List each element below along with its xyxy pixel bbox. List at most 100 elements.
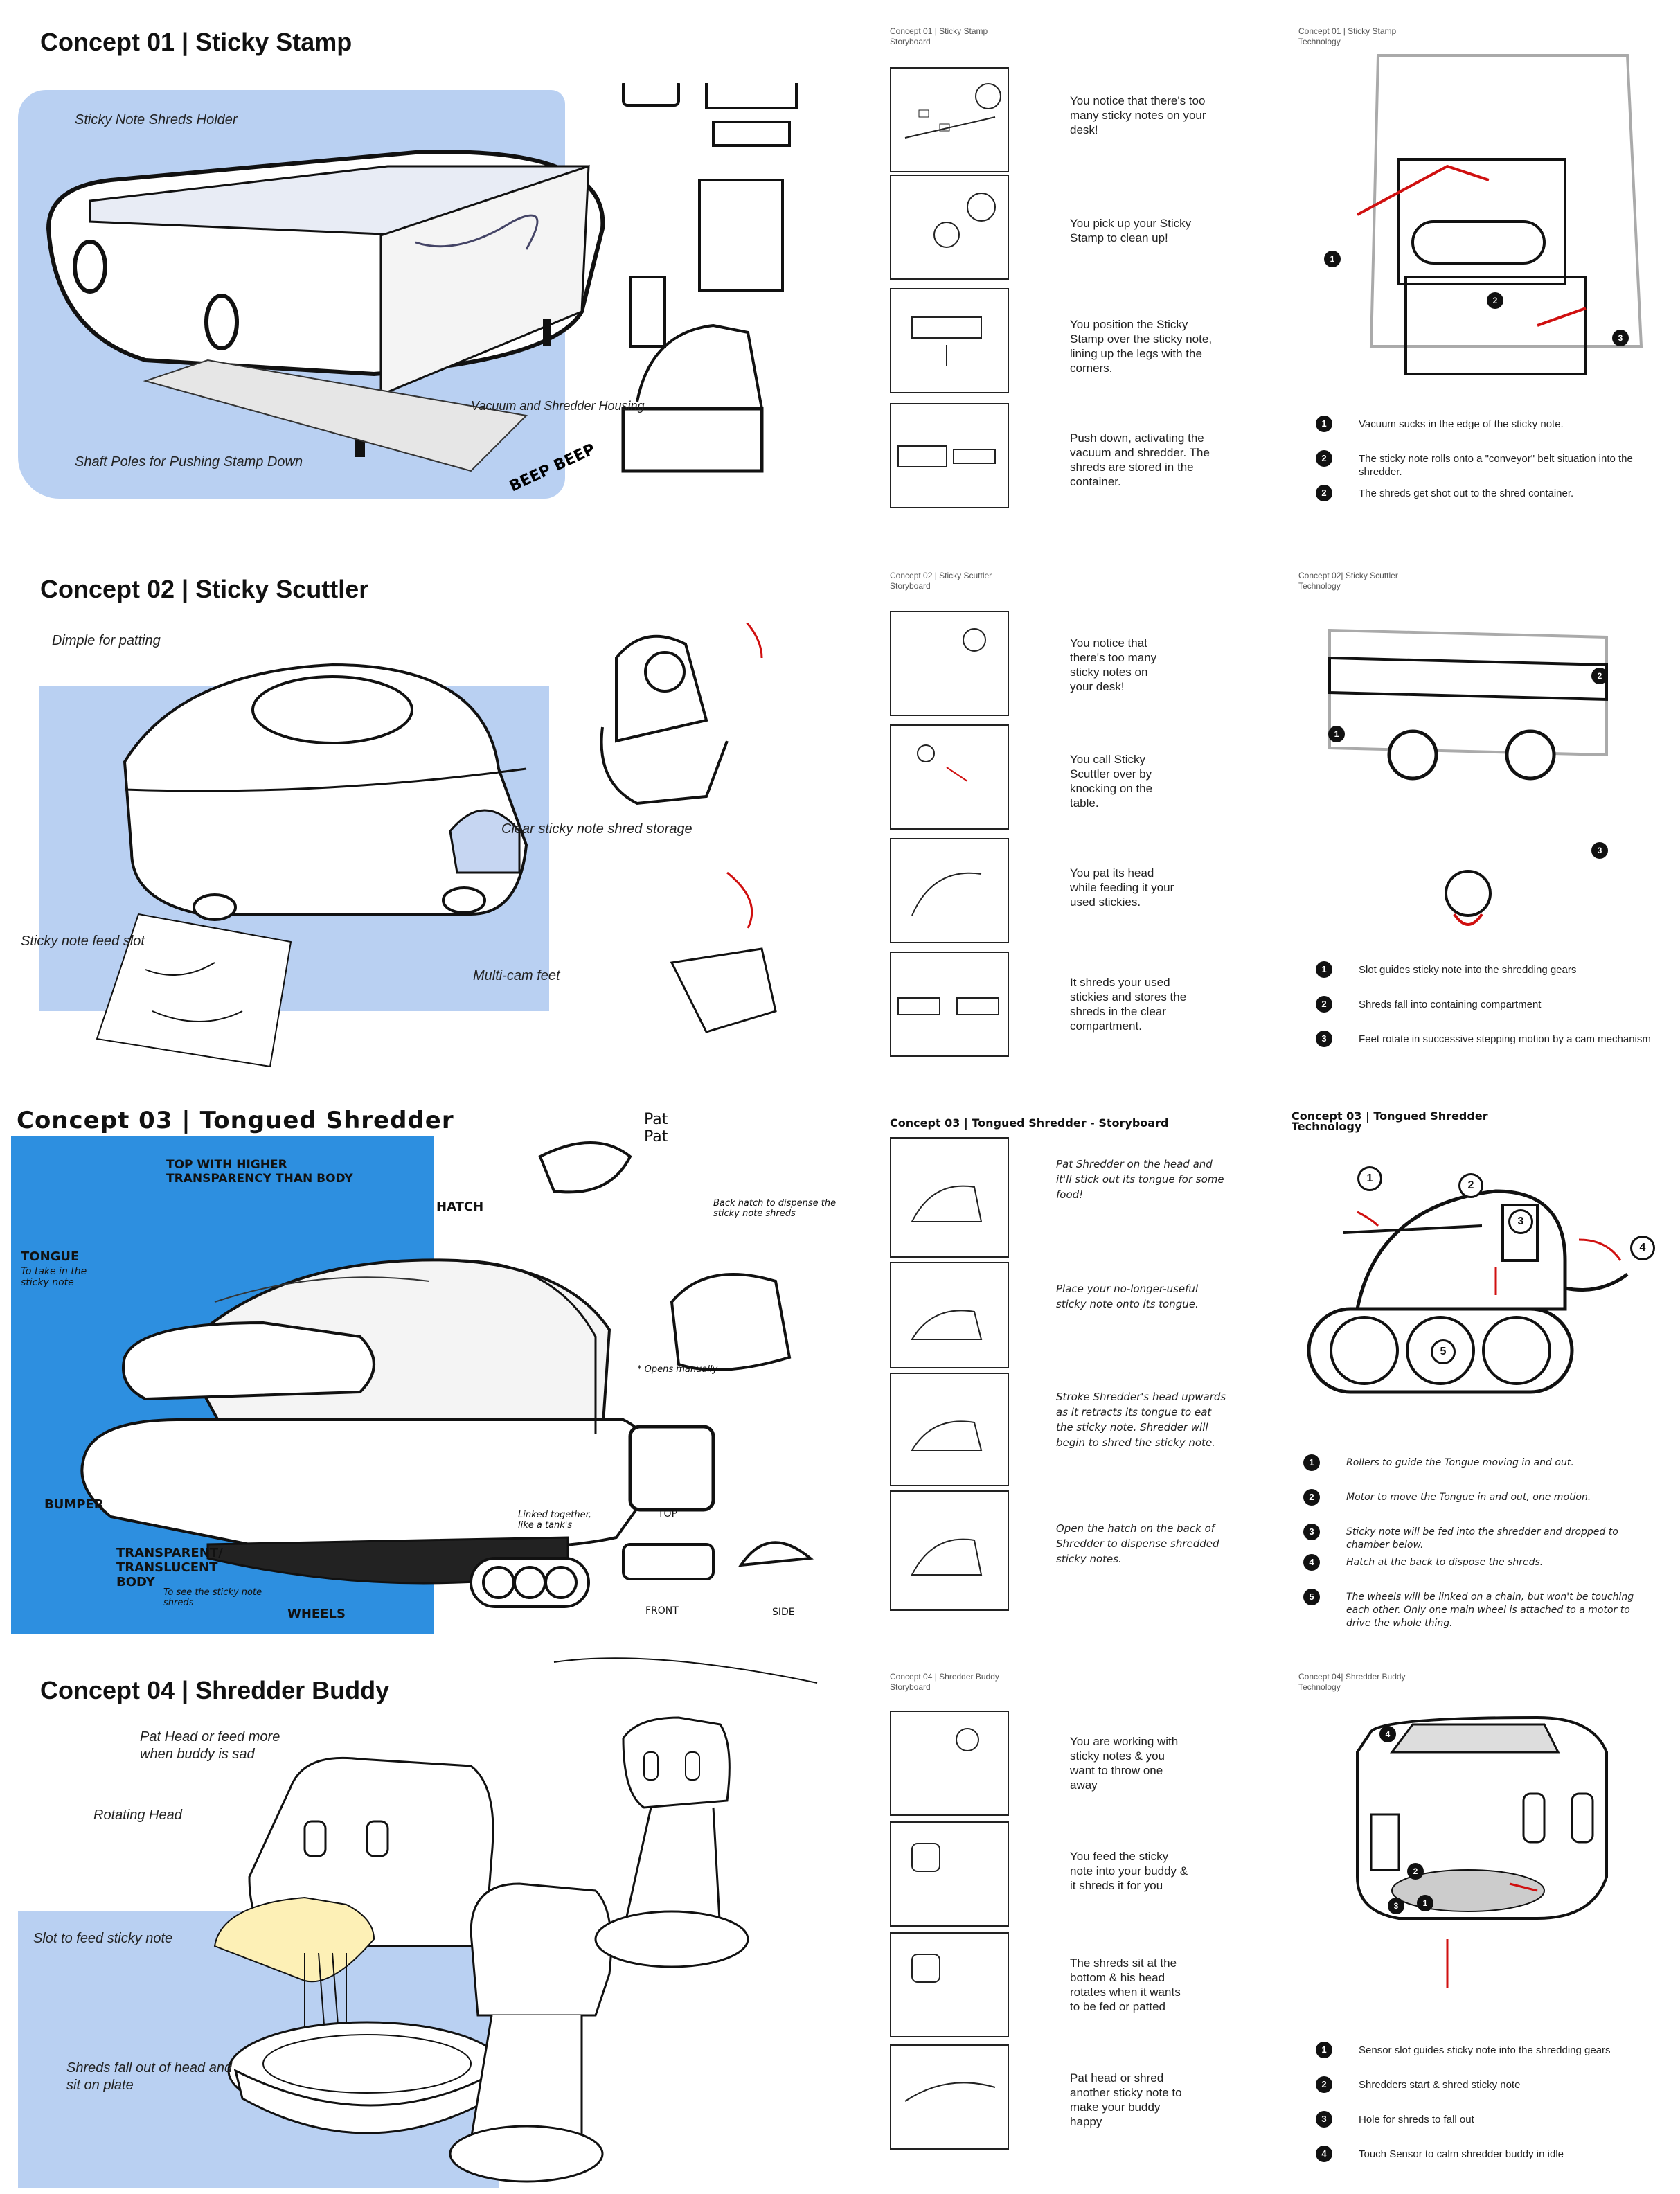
storyboard-frame-1 <box>890 67 1009 172</box>
concept-title: Concept 03 | Tongued Shredder <box>17 1107 454 1134</box>
tongued-shredder-sketch <box>80 1141 814 1608</box>
tech-marker-5: 5 <box>1431 1339 1456 1364</box>
concept-03-storyboard: Concept 03 | Tongued Shredder - Storyboa… <box>838 1094 1250 1648</box>
callout-tongue-desc: To take in the sticky note <box>21 1266 87 1288</box>
concept-04-row: Concept 04 | Shredder Buddy Pat Head or … <box>0 1648 1680 2194</box>
tech-marker-1: 1 <box>1417 1895 1433 1911</box>
callout-shaft-poles: Shaft Poles for Pushing Stamp Down <box>75 454 303 470</box>
storyboard-frame-4 <box>890 952 1009 1057</box>
concept-01-row: Concept 01 | Sticky Stamp BEEP BEEP Stic… <box>0 0 1680 547</box>
shredder-buddy-sketch <box>213 1657 818 2183</box>
storyboard-caption-4: Pat head or shred another sticky note to… <box>1070 2071 1182 2128</box>
storyboard-caption-3: Stroke Shredder's head upwards as it ret… <box>1056 1391 1226 1449</box>
tech-diagram <box>1356 1715 1608 1988</box>
callout-feed-slot: Sticky note feed slot <box>21 934 145 949</box>
storyboard-caption-4: Open the hatch on the back of Shredder t… <box>1056 1522 1219 1565</box>
callout-feed-slot: Slot to feed sticky note <box>33 1931 173 1946</box>
tech-marker-4: 4 <box>1630 1236 1655 1260</box>
concept-03-sketch-panel: Concept 03 | Tongued Shredder TOP WITH H… <box>0 1094 838 1648</box>
storyboard-frame-2 <box>890 724 1009 830</box>
storyboard-header: Concept 03 | Tongued Shredder - Storyboa… <box>890 1116 1169 1130</box>
storyboard-frame-2 <box>890 1821 1009 1927</box>
storyboard-caption-3: The shreds sit at the bottom & his head … <box>1070 1956 1181 2013</box>
callout-shreds-holder: Sticky Note Shreds Holder <box>75 112 238 127</box>
storyboard-frame-2 <box>890 175 1009 280</box>
concept-03-row: Concept 03 | Tongued Shredder TOP WITH H… <box>0 1094 1680 1648</box>
storyboard-caption-4: It shreds your used stickies and stores … <box>1070 976 1187 1033</box>
storyboard-frame-1 <box>890 1137 1009 1258</box>
tech-marker-3: 3 <box>1388 1898 1404 1914</box>
storyboard-frame-3 <box>890 1373 1009 1486</box>
storyboard-caption-1: You notice that there's too many sticky … <box>1070 636 1157 693</box>
callout-shred-storage: Clear sticky note shred storage <box>501 821 692 837</box>
tech-marker-1: 1 <box>1357 1166 1382 1191</box>
tech-marker-1: 1 <box>1324 251 1341 267</box>
storyboard-frame-1 <box>890 611 1009 716</box>
sticky-scuttler-sketch <box>96 623 777 1068</box>
callout-see-shreds: To see the sticky note shreds <box>163 1587 262 1608</box>
callout-wheels: WHEELS <box>287 1607 346 1621</box>
storyboard-frame-4 <box>890 1490 1009 1611</box>
storyboard-caption-2: Place your no-longer-useful sticky note … <box>1056 1283 1199 1310</box>
storyboard-frame-4 <box>890 403 1009 508</box>
callout-tongue: TONGUE <box>21 1249 80 1264</box>
concept-title: Concept 04 | Shredder Buddy <box>40 1676 390 1704</box>
callout-hatch: HATCH <box>436 1199 484 1214</box>
storyboard-caption-1: You notice that there's too many sticky … <box>1070 94 1206 136</box>
callout-shreds-plate: Shreds fall out of head and sit on plate <box>66 2060 233 2093</box>
storyboard-caption-2: You feed the sticky note into your buddy… <box>1070 1850 1188 1892</box>
storyboard-caption-3: You position the Sticky Stamp over the s… <box>1070 318 1213 375</box>
tech-marker-3: 3 <box>1508 1209 1533 1234</box>
storyboard-frame-1 <box>890 1711 1009 1816</box>
tech-diagram <box>1328 628 1608 926</box>
callout-top-transparency: TOP WITH HIGHER TRANSPARENCY THAN BODY <box>166 1158 353 1186</box>
view-label-top: TOP <box>658 1508 678 1519</box>
tech-marker-2: 2 <box>1591 668 1608 684</box>
callout-linked: Linked together, like a tank's <box>518 1510 591 1531</box>
concept-title: Concept 02 | Sticky Scuttler <box>40 575 369 603</box>
storyboard-frame-3 <box>890 838 1009 943</box>
storyboard-caption-2: You call Sticky Scuttler over by knockin… <box>1070 753 1153 810</box>
concept-01-sketch-panel: Concept 01 | Sticky Stamp BEEP BEEP Stic… <box>0 0 838 547</box>
beep-text: BEEP BEEP <box>507 440 598 495</box>
view-label-side: SIDE <box>772 1607 795 1618</box>
storyboard-frame-4 <box>890 2044 1009 2150</box>
concept-04-sketch-panel: Concept 04 | Shredder Buddy Pat Head or … <box>0 1648 838 2194</box>
tech-marker-4: 4 <box>1379 1726 1396 1742</box>
storyboard-caption-1: Pat Shredder on the head and it'll stick… <box>1056 1158 1224 1201</box>
view-label-front: FRONT <box>645 1605 679 1616</box>
callout-dimple: Dimple for patting <box>52 633 161 648</box>
tech-marker-2: 2 <box>1407 1863 1424 1880</box>
pat-pat-text: Pat Pat <box>644 1111 668 1145</box>
tech-marker-2: 2 <box>1487 292 1503 309</box>
storyboard-caption-2: You pick up your Sticky Stamp to clean u… <box>1070 217 1192 244</box>
concept-title: Concept 01 | Sticky Stamp <box>40 28 352 56</box>
tech-marker-1: 1 <box>1328 726 1345 742</box>
